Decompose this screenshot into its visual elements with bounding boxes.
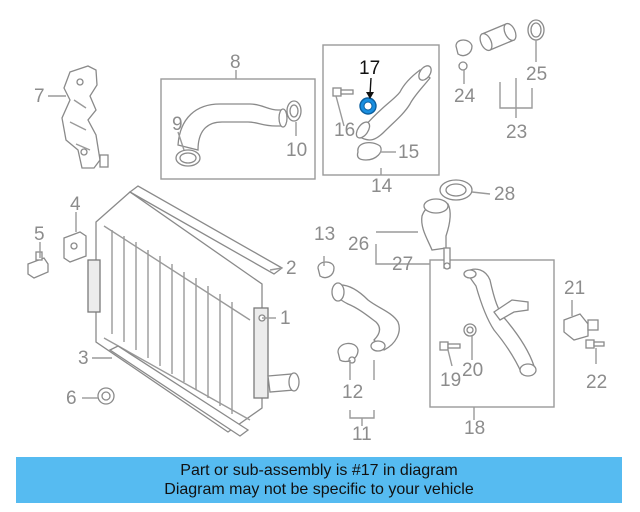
- callout-15[interactable]: 15: [398, 142, 419, 163]
- part-20-grommet[interactable]: [463, 323, 477, 337]
- callout-22[interactable]: 22: [586, 372, 607, 393]
- callout-3[interactable]: 3: [78, 348, 89, 369]
- callout-7[interactable]: 7: [34, 86, 45, 107]
- callout-26[interactable]: 26: [348, 234, 369, 255]
- part-16-bolt[interactable]: [332, 87, 354, 97]
- callout-25[interactable]: 25: [526, 64, 547, 85]
- callout-27[interactable]: 27: [392, 254, 413, 275]
- part-19-bolt[interactable]: [439, 341, 461, 351]
- banner-line-1: Part or sub-assembly is #17 in diagram: [180, 462, 458, 479]
- callout-14[interactable]: 14: [371, 176, 393, 197]
- part-11-hose[interactable]: [331, 282, 400, 352]
- callout-17-highlighted[interactable]: 17: [359, 58, 380, 79]
- callout-20[interactable]: 20: [462, 360, 483, 381]
- callout-10[interactable]: 10: [286, 140, 307, 161]
- group-box-8: [160, 78, 316, 180]
- part-3-strip[interactable]: [108, 345, 250, 437]
- part-6-grommet[interactable]: [97, 387, 115, 405]
- part-7-bracket[interactable]: [61, 65, 109, 169]
- callout-1[interactable]: 1: [280, 308, 291, 329]
- leader-lines: [39, 40, 597, 426]
- part-25-ring[interactable]: [527, 19, 545, 41]
- callout-18[interactable]: 18: [464, 418, 485, 439]
- callout-21[interactable]: 21: [564, 278, 585, 299]
- part-17-seal-ring[interactable]: [359, 77, 377, 115]
- callout-9[interactable]: 9: [172, 114, 183, 135]
- part-14-hose[interactable]: [354, 64, 434, 141]
- callout-11[interactable]: 11: [352, 424, 372, 445]
- part-24-clamp[interactable]: [455, 39, 473, 71]
- callout-28[interactable]: 28: [494, 184, 515, 205]
- callout-12[interactable]: 12: [342, 382, 363, 403]
- part-26-hose[interactable]: [421, 198, 451, 251]
- callout-5[interactable]: 5: [34, 224, 45, 245]
- banner-line-2: Diagram may not be specific to your vehi…: [164, 481, 474, 498]
- part-10-ring[interactable]: [286, 100, 302, 122]
- info-banner: Part or sub-assembly is #17 in diagram D…: [16, 457, 622, 503]
- part-5-bolt[interactable]: [27, 251, 49, 279]
- callout-6[interactable]: 6: [66, 388, 77, 409]
- part-27-clamp[interactable]: [443, 247, 451, 270]
- part-18-pipe[interactable]: [463, 268, 537, 377]
- part-13-clamp[interactable]: [317, 261, 335, 279]
- part-21-sensor[interactable]: [563, 313, 599, 341]
- part-28-ring[interactable]: [439, 179, 473, 201]
- part-12-clamp[interactable]: [337, 342, 359, 364]
- part-4-bracket[interactable]: [63, 231, 87, 263]
- callout-8[interactable]: 8: [230, 52, 241, 73]
- callout-2[interactable]: 2: [286, 258, 297, 279]
- callout-4[interactable]: 4: [70, 194, 81, 215]
- callout-23[interactable]: 23: [506, 122, 527, 143]
- callout-24[interactable]: 24: [454, 86, 476, 107]
- exploded-parts-diagram: 1 2 3 4 5 6 7 8 9 10 11 12 13 14 15 16 1…: [27, 19, 607, 445]
- callout-labels: 1 2 3 4 5 6 7 8 9 10 11 12 13 14 15 16 1…: [34, 52, 607, 445]
- callout-13[interactable]: 13: [314, 224, 335, 245]
- callout-19[interactable]: 19: [440, 370, 461, 391]
- group-box-18: [429, 259, 555, 408]
- callout-16[interactable]: 16: [334, 120, 355, 141]
- part-9-hose[interactable]: [175, 103, 288, 167]
- part-15-clamp[interactable]: [356, 141, 382, 161]
- part-22-bolt[interactable]: [585, 339, 605, 349]
- part-23-hose[interactable]: [478, 22, 519, 53]
